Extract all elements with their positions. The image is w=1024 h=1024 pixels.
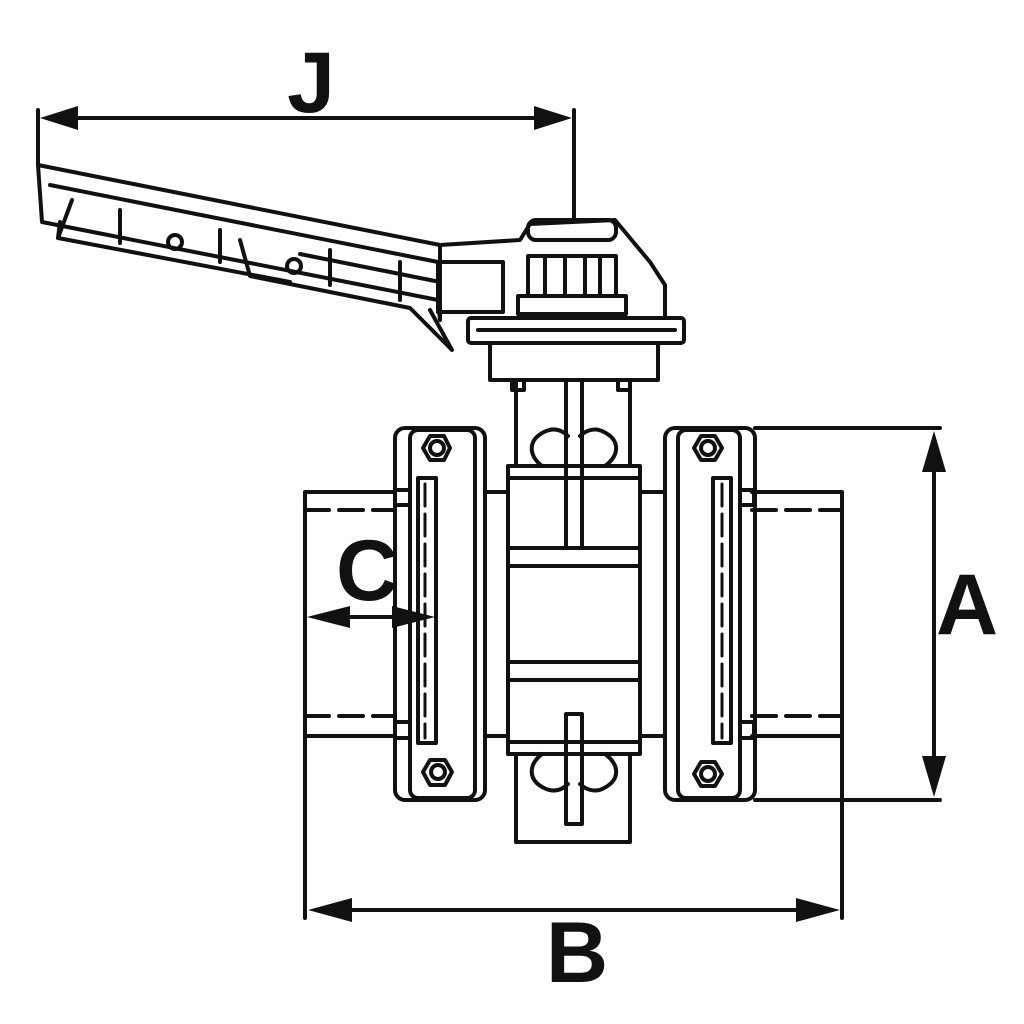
valve-body (483, 427, 667, 844)
b-right-arrow-icon (796, 898, 840, 922)
dimension-a (753, 426, 942, 802)
left-top-bolt-icon (421, 434, 452, 462)
dimension-b (303, 734, 844, 920)
b-left-arrow-icon (308, 898, 352, 922)
valve-stem (514, 378, 632, 826)
j-left-arrow-icon (40, 106, 78, 130)
a-bottom-arrow-icon (922, 756, 946, 797)
left-pipe (303, 490, 397, 738)
label-b: B (546, 905, 606, 1001)
a-top-arrow-icon (922, 431, 946, 472)
j-right-arrow-icon (534, 106, 572, 130)
label-c: C (336, 523, 396, 619)
right-pipe (750, 490, 844, 738)
dimension-j (36, 108, 576, 220)
lever-handle (36, 163, 454, 352)
right-coupling (663, 426, 757, 802)
actuator-head (436, 218, 686, 392)
left-coupling (393, 426, 487, 802)
right-bottom-bolt-icon (692, 760, 724, 788)
label-j: J (287, 35, 333, 131)
c-right-arrow-icon (392, 606, 435, 628)
label-a: A (936, 557, 996, 653)
left-bottom-bolt-icon (421, 758, 454, 787)
c-left-arrow-icon (307, 606, 350, 628)
right-top-bolt-icon (692, 434, 724, 462)
